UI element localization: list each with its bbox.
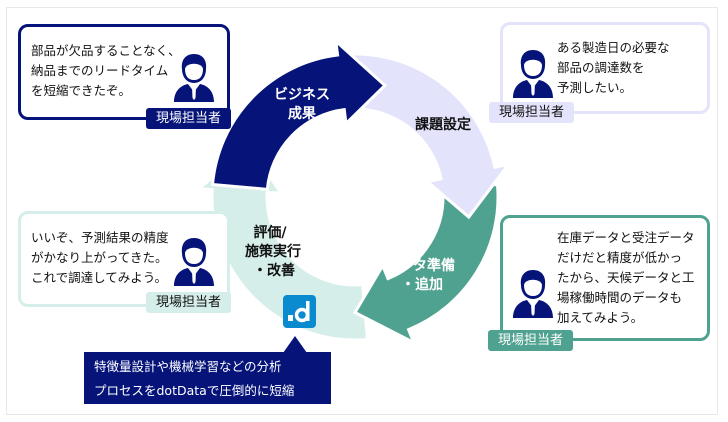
person-icon <box>172 52 216 102</box>
dotdata-logo-glyph <box>288 301 310 323</box>
person-glyph <box>174 54 214 102</box>
stage-label-data-1: データ準備 <box>385 257 455 274</box>
stage-label-eval-1: 評価/ <box>253 224 287 241</box>
dotdata-callout: 特徴量設計や機械学習などの分析 プロセスをdotDataで圧倒的に短縮 <box>84 352 331 404</box>
person-glyph <box>513 50 553 98</box>
arrow-data-prep <box>352 182 500 346</box>
stage-label-data-2: ・追加 <box>401 276 443 293</box>
stage-label-eval-2: 施策実行 <box>245 243 301 260</box>
bubble-text: 在庫データと受注データ だけだと精度が低かっ たから、天候データと工 場稼働時間… <box>557 230 695 325</box>
role-tag: 現場担当者 <box>146 108 232 129</box>
bubble-text: ある製造日の必要な 部品の調達数を 予測したい。 <box>557 40 670 95</box>
role-tag: 現場担当者 <box>488 330 574 351</box>
speech-bubble-bottom-right: 在庫データと受注データ だけだと精度が低かっ たから、天候データと工 場稼働時間… <box>500 215 710 341</box>
person-icon <box>511 268 555 318</box>
person-icon <box>172 236 216 286</box>
stage-label-business-2: 成果 <box>288 105 317 122</box>
arrow-issue <box>340 52 513 220</box>
dotdata-logo <box>283 295 316 328</box>
role-tag: 現場担当者 <box>489 102 575 123</box>
callout-pointer <box>283 336 307 353</box>
stage-label-business-1: ビジネス <box>274 87 330 103</box>
person-glyph <box>174 238 214 286</box>
arrow-business <box>210 37 388 191</box>
bubble-text: 部品が欠品することなく、 納品までのリードタイム を短縮できたぞ。 <box>31 43 181 98</box>
stage-label-issue: 課題設定 <box>415 116 471 133</box>
diagram-frame <box>6 7 718 415</box>
person-glyph <box>513 270 553 318</box>
bubble-text: いいぞ、予測結果の精度 がかなり上がってきた。 これで調達してみよう。 <box>31 230 169 285</box>
person-icon <box>511 48 555 98</box>
role-tag: 現場担当者 <box>146 292 232 313</box>
stage-label-eval-3: ・改善 <box>253 262 295 279</box>
